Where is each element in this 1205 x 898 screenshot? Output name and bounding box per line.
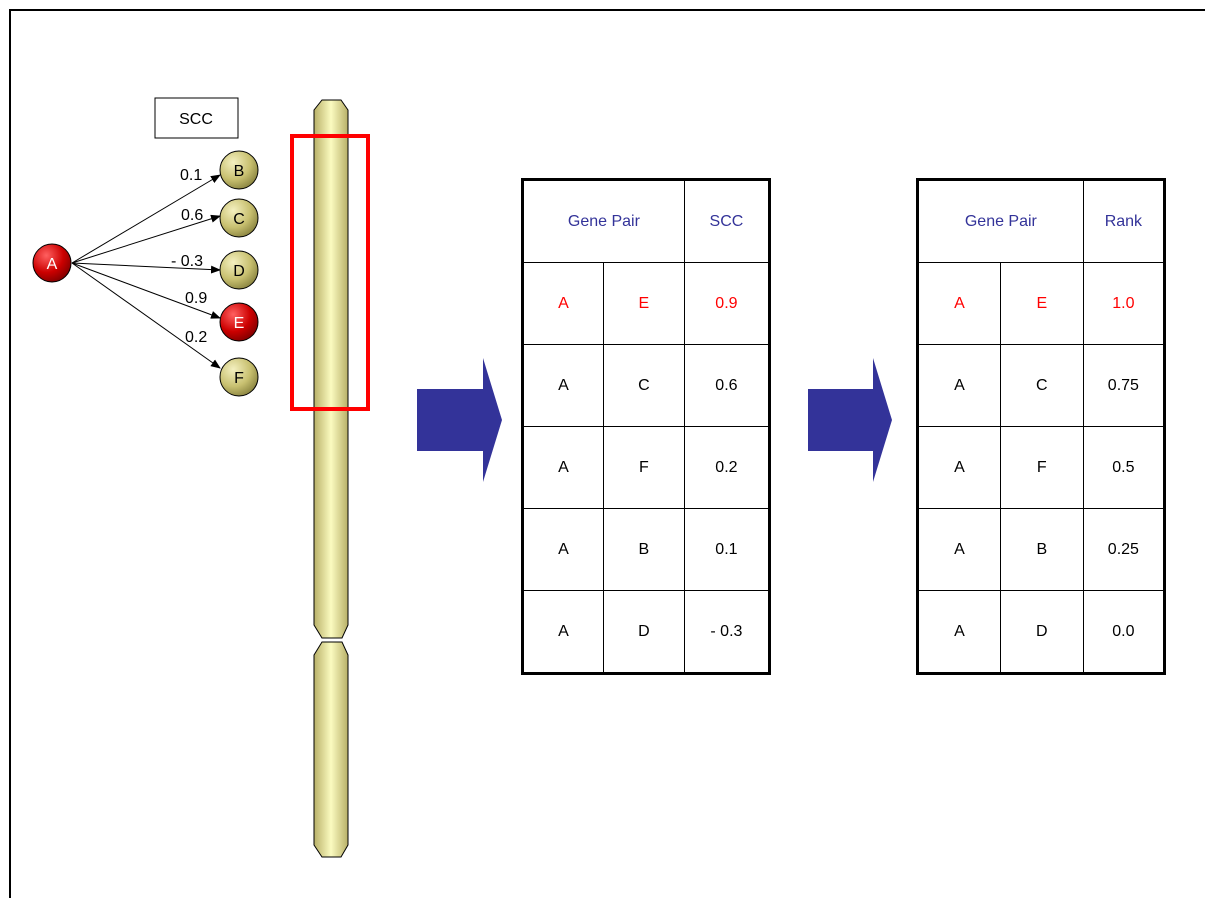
cell-gene2: D	[999, 590, 1084, 674]
cell-value: - 0.3	[683, 590, 771, 674]
right-arrow-1	[417, 358, 502, 482]
table-row: A C 0.6	[522, 344, 771, 427]
table-row: A B 0.1	[522, 508, 771, 591]
cell-value: 0.9	[683, 262, 771, 345]
svg-text:F: F	[234, 370, 244, 387]
cell-gene1: A	[522, 590, 604, 674]
cell-value: 0.25	[1082, 508, 1166, 591]
cell-gene2: E	[999, 262, 1084, 345]
cell-value: 1.0	[1082, 262, 1166, 345]
weight-e: 0.9	[185, 290, 207, 307]
scc-table: Gene Pair SCC A E 0.9 A C 0.6 A F 0.2 A …	[521, 178, 771, 675]
table-row: A D - 0.3	[522, 590, 771, 674]
cell-gene1: A	[522, 508, 604, 591]
network-edges	[71, 174, 221, 369]
table-row: A F 0.5	[917, 426, 1166, 509]
table-row: A F 0.2	[522, 426, 771, 509]
table-header-row: Gene Pair Rank	[917, 179, 1166, 263]
cell-gene2: F	[999, 426, 1084, 509]
cell-value: 0.75	[1082, 344, 1166, 427]
cell-gene1: A	[917, 344, 1001, 427]
svg-text:E: E	[234, 315, 245, 332]
node-f: F	[219, 357, 259, 397]
cell-gene2: B	[999, 508, 1084, 591]
svg-text:D: D	[233, 263, 245, 280]
cell-gene1: A	[522, 426, 604, 509]
table-row: A B 0.25	[917, 508, 1166, 591]
node-c: C	[219, 198, 259, 238]
cell-gene1: A	[917, 590, 1001, 674]
table-row: A E 1.0	[917, 262, 1166, 345]
cell-value: 0.5	[1082, 426, 1166, 509]
node-a: A	[32, 243, 72, 283]
table-row: A D 0.0	[917, 590, 1166, 674]
rank-table: Gene Pair Rank A E 1.0 A C 0.75 A F 0.5 …	[916, 178, 1166, 675]
cell-gene2: D	[602, 590, 685, 674]
cell-value: 0.6	[683, 344, 771, 427]
edge-a-b	[71, 174, 221, 264]
edge-weights: 0.1 0.6 - 0.3 0.9 0.2	[171, 167, 207, 346]
chromosome-selection-box	[290, 134, 370, 411]
edge-a-c	[71, 214, 221, 264]
header-gene-pair: Gene Pair	[522, 179, 685, 263]
cell-gene1: A	[522, 344, 604, 427]
table-header-row: Gene Pair SCC	[522, 179, 771, 263]
edge-a-d	[71, 262, 221, 274]
header-scc: SCC	[683, 179, 771, 263]
cell-value: 0.0	[1082, 590, 1166, 674]
scc-label: SCC	[179, 111, 213, 128]
chromosome	[313, 99, 349, 858]
weight-c: 0.6	[181, 207, 203, 224]
edge-a-e	[71, 262, 221, 319]
cell-gene2: B	[602, 508, 685, 591]
cell-gene2: F	[602, 426, 685, 509]
weight-f: 0.2	[185, 329, 207, 346]
cell-gene2: E	[602, 262, 685, 345]
svg-text:A: A	[47, 256, 58, 273]
header-gene-pair: Gene Pair	[917, 179, 1084, 263]
cell-gene1: A	[522, 262, 604, 345]
weight-b: 0.1	[180, 167, 202, 184]
cell-gene1: A	[917, 262, 1001, 345]
svg-text:C: C	[233, 211, 245, 228]
edge-a-f	[71, 262, 221, 369]
scc-label-box: SCC	[154, 97, 239, 139]
weight-d: - 0.3	[171, 253, 203, 270]
right-arrow-2	[808, 358, 892, 482]
node-b: B	[219, 150, 259, 190]
chromosome-upper-arm	[313, 99, 349, 639]
node-d: D	[219, 250, 259, 290]
cell-gene2: C	[999, 344, 1084, 427]
table-row: A C 0.75	[917, 344, 1166, 427]
svg-text:B: B	[234, 163, 245, 180]
cell-gene1: A	[917, 426, 1001, 509]
table-row: A E 0.9	[522, 262, 771, 345]
header-rank: Rank	[1082, 179, 1166, 263]
cell-value: 0.1	[683, 508, 771, 591]
figure-frame	[9, 9, 1205, 898]
chromosome-lower-arm	[313, 641, 349, 858]
cell-gene1: A	[917, 508, 1001, 591]
cell-value: 0.2	[683, 426, 771, 509]
cell-gene2: C	[602, 344, 685, 427]
node-e: E	[219, 302, 259, 342]
